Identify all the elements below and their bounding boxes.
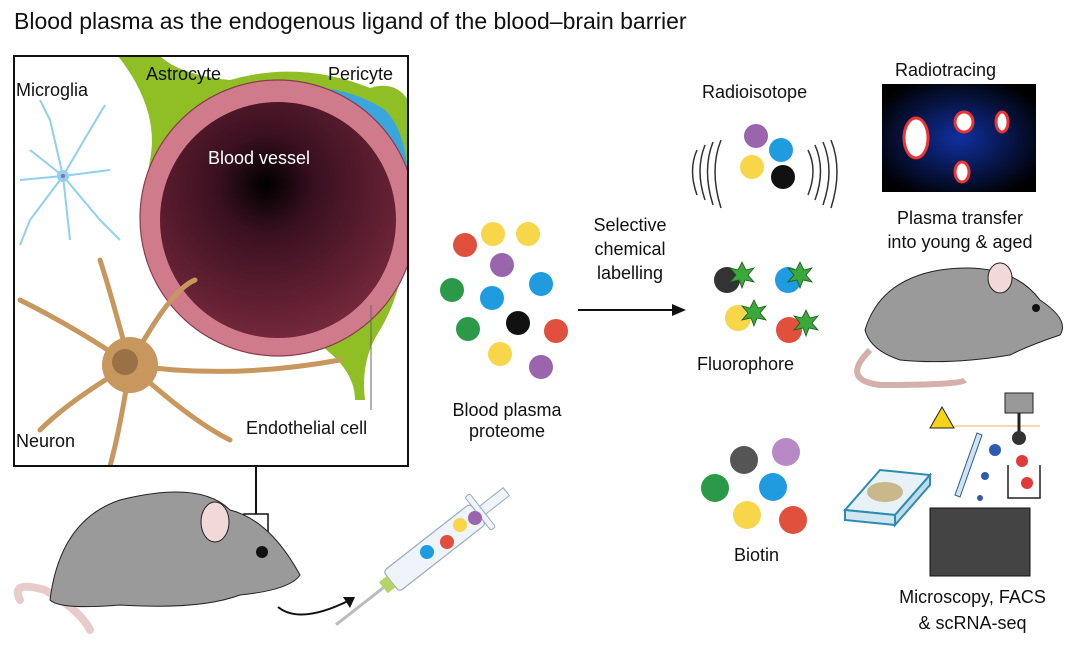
label-endothelial-cell: Endothelial cell xyxy=(246,418,368,438)
pericyte xyxy=(270,86,408,175)
label-radiotracing: Radiotracing xyxy=(895,60,997,80)
radioisotope-cluster xyxy=(691,124,838,209)
biotin-cluster xyxy=(701,438,807,534)
label-selective-labelling: Selective chemical labelling xyxy=(593,215,667,283)
label-microglia: Microglia xyxy=(16,80,89,100)
microglia xyxy=(19,99,121,246)
label-microscopy: Microscopy, FACS & scRNA-seq xyxy=(899,587,1046,633)
label-radioisotope: Radioisotope xyxy=(702,82,808,102)
mouse-right xyxy=(854,262,1063,389)
label-pericyte: Pericyte xyxy=(328,64,394,84)
neuron xyxy=(17,257,343,466)
syringe-proteins xyxy=(420,511,482,559)
label-neuron: Neuron xyxy=(16,431,76,451)
syringe xyxy=(335,487,511,626)
label-biotin: Biotin xyxy=(734,545,780,565)
figure-title: Blood plasma as the endogenous ligand of… xyxy=(14,8,687,34)
proteome-cluster xyxy=(440,222,568,379)
radiotracing-image xyxy=(882,84,1036,192)
facs-apparatus xyxy=(929,392,1041,577)
label-plasma-transfer: Plasma transfer into young & aged xyxy=(887,208,1033,252)
fluorophore-cluster xyxy=(714,261,820,343)
label-astrocyte: Astrocyte xyxy=(146,64,222,84)
mouse-left xyxy=(13,491,301,634)
blood-vessel-lumen xyxy=(160,102,396,338)
tissue-slide xyxy=(842,468,933,528)
label-proteome: Blood plasma proteome xyxy=(452,400,562,441)
injection-arrow xyxy=(277,599,351,616)
label-blood-vessel: Blood vessel xyxy=(208,148,311,168)
label-fluorophore: Fluorophore xyxy=(697,354,795,374)
inset-panel xyxy=(13,55,409,535)
